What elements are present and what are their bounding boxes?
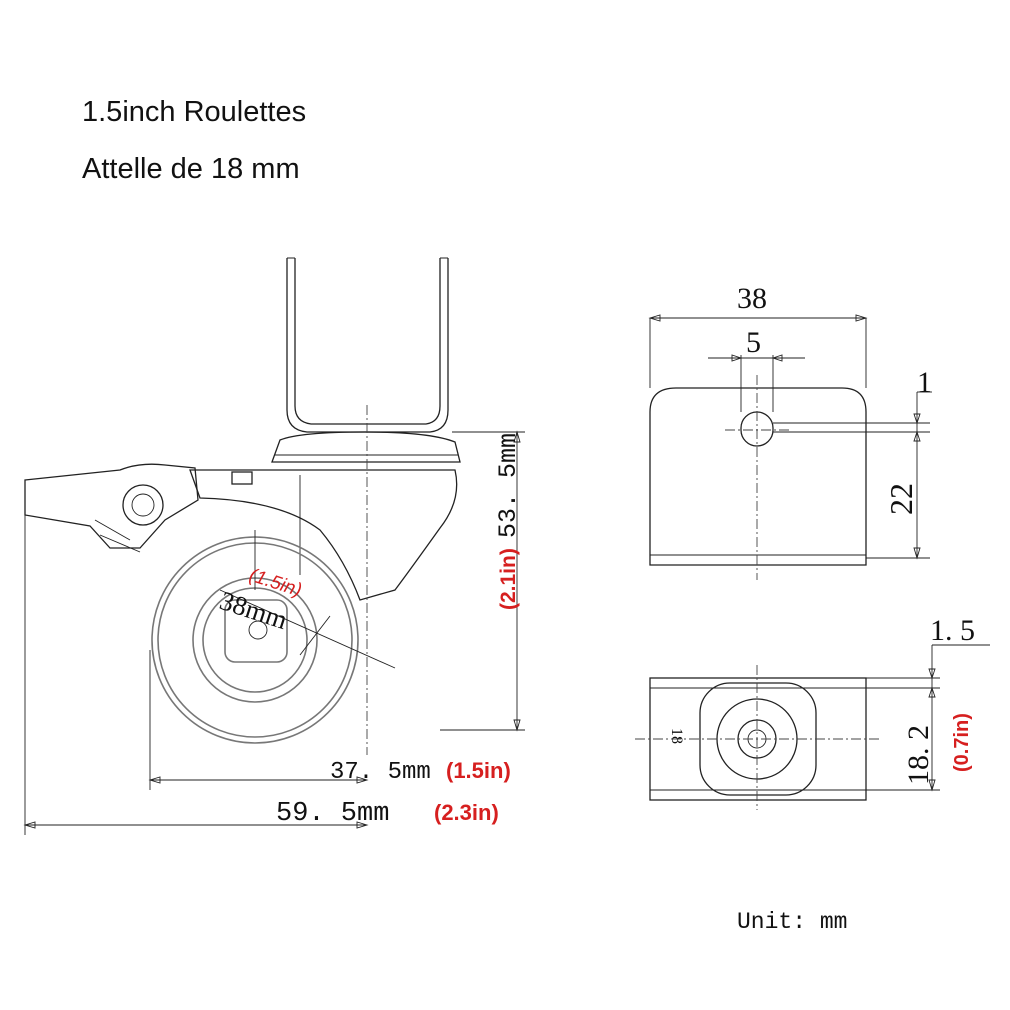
- slot-width-label: 5: [746, 326, 761, 359]
- width-label: 38: [737, 282, 767, 315]
- length-metric: 59. 5mm: [276, 799, 389, 829]
- height-imperial: (2.1in): [497, 548, 520, 610]
- height-metric: 53. 5mm: [494, 433, 523, 538]
- top-gap-label: 1: [917, 366, 932, 399]
- caster-side-view: (1.5in) 38mm 53. 5mm (2.1in) 37. 5mm (1.…: [23, 257, 525, 835]
- bracket-bottom-view: 18 1. 5 18. 2 (0.7in): [635, 614, 990, 810]
- inner-label: 18: [668, 728, 685, 744]
- depth-imperial-label: (0.7in): [951, 713, 973, 772]
- depth-label: 18. 2: [902, 725, 935, 785]
- offset-imperial: (1.5in): [446, 758, 511, 783]
- title: 1.5inch Roulettes: [82, 96, 307, 128]
- length-imperial: (2.3in): [434, 800, 499, 825]
- bracket-front-view: 38 5 1 22: [648, 282, 932, 580]
- offset-metric: 37. 5mm: [330, 759, 431, 786]
- plate-thickness-label: 1. 5: [930, 614, 975, 647]
- subtitle: Attelle de 18 mm: [82, 153, 300, 185]
- unit-note: Unit: mm: [737, 909, 847, 935]
- hole-height-label: 22: [883, 483, 919, 515]
